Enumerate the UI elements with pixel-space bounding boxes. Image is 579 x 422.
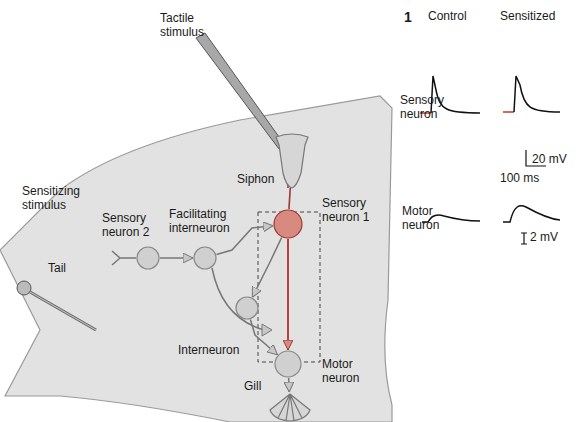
cell-body-circle xyxy=(194,247,216,269)
neuron: Sensory neuron 1 xyxy=(273,209,303,239)
text-label: Motor neuron xyxy=(402,205,452,233)
node-label: Interneuron xyxy=(178,344,239,358)
gill-shape xyxy=(266,392,314,422)
gill: Gill xyxy=(266,392,314,422)
tactile-probe xyxy=(196,33,284,149)
gill-shape xyxy=(270,394,310,421)
axon-connector xyxy=(287,239,289,350)
axon-connector xyxy=(289,188,290,209)
neuron-cell-body xyxy=(235,296,259,320)
scale-bar xyxy=(521,233,527,244)
neuron-cell-body xyxy=(193,246,217,270)
dendrite xyxy=(112,251,136,265)
scale-label: 20 mV xyxy=(532,153,567,167)
node-label: Sensory neuron 1 xyxy=(322,197,376,225)
voltage-trace xyxy=(514,76,560,112)
stimulus-mark xyxy=(503,111,514,113)
synapse-terminal xyxy=(262,324,272,336)
neuron-cell-body xyxy=(273,209,303,239)
voltage-trace xyxy=(503,206,560,222)
text-label: Sensory neuron xyxy=(400,94,450,122)
siphon-shape xyxy=(276,134,308,188)
neuron: Sensory neuron 2 xyxy=(136,246,160,270)
cell-body-circle xyxy=(274,210,302,238)
node-label: Gill xyxy=(244,380,261,394)
cell-body-circle xyxy=(275,351,301,377)
probe-knob xyxy=(17,281,31,295)
neuron-cell-body xyxy=(274,350,302,378)
scale-label: 2 mV xyxy=(530,231,558,245)
neuron: Interneuron xyxy=(235,296,259,320)
node-label: Motor neuron xyxy=(322,358,368,386)
aplysia-body xyxy=(0,96,392,422)
text-label: Tactile stimulus xyxy=(160,12,216,40)
axon-branch xyxy=(212,268,264,330)
axon-connector xyxy=(252,238,281,298)
neuron-cell-body xyxy=(136,246,160,270)
cell-body-circle xyxy=(137,247,159,269)
text-label: Tail xyxy=(48,262,66,276)
scale-label: 100 ms xyxy=(500,172,539,186)
axon-connector xyxy=(250,320,277,355)
cell-body-circle xyxy=(236,297,258,319)
axon-connector xyxy=(288,378,290,392)
text-label: Sensitized xyxy=(500,10,555,24)
neuron: Facilitating interneuron xyxy=(193,246,217,270)
node-label: Sensory neuron 2 xyxy=(102,212,156,240)
sensitizing-probe xyxy=(30,292,96,330)
node-label: Siphon xyxy=(237,173,274,187)
neuron: Motor neuron xyxy=(274,350,302,378)
node-label: Facilitating interneuron xyxy=(169,208,241,236)
sensitizing-probe-highlight xyxy=(30,292,96,330)
siphon: Siphon xyxy=(268,133,316,188)
text-label: Control xyxy=(428,10,467,24)
axon-connector xyxy=(160,257,193,259)
text-label: Sensitizing stimulus xyxy=(22,185,92,213)
siphon-shape xyxy=(268,133,316,188)
panel-number: 1 xyxy=(404,9,412,25)
